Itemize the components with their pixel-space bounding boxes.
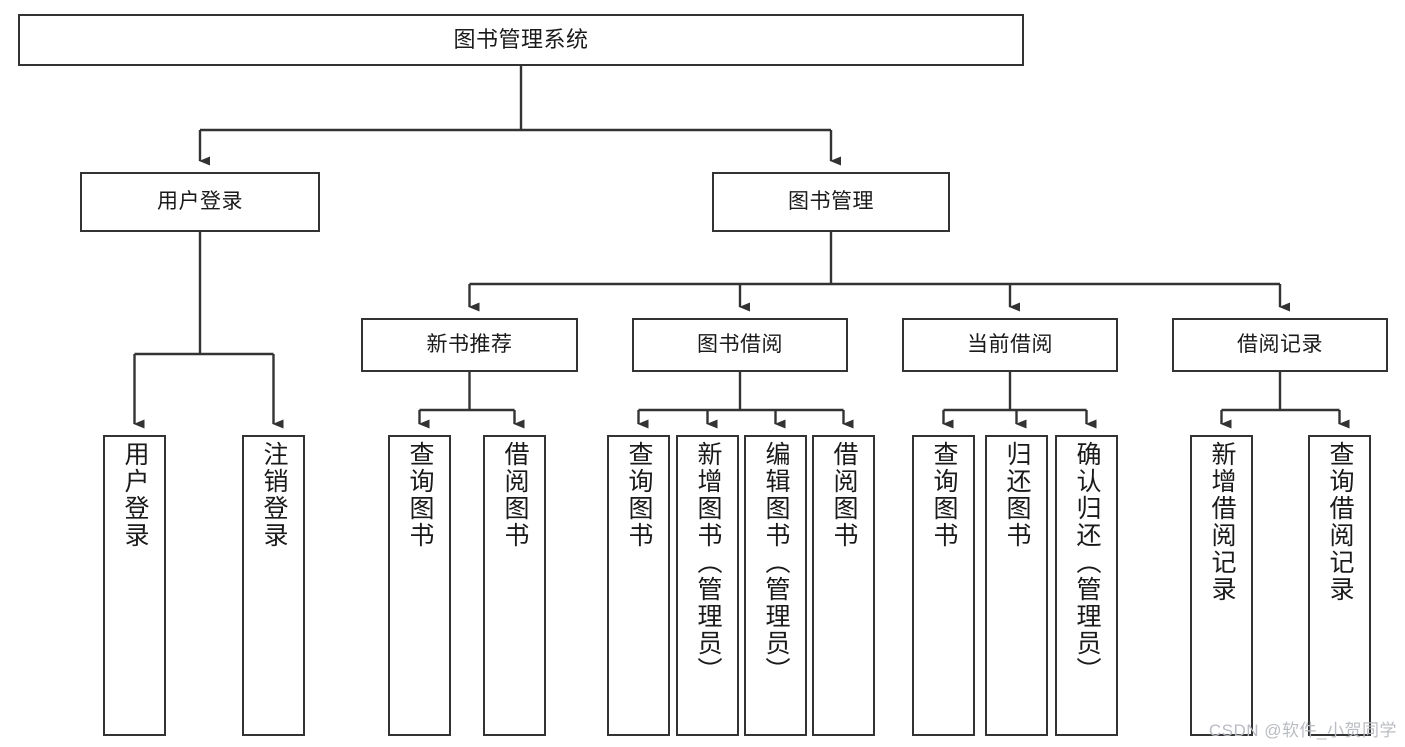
node-label: 用户登录 (157, 189, 243, 213)
node-leaf_query_book_3[interactable]: 查询图书 (912, 435, 975, 736)
node-label: 新书推荐 (426, 332, 513, 356)
node-label: 查询图书 (930, 441, 958, 549)
node-label: 新增图书（管理员） (694, 441, 722, 684)
node-book_manage[interactable]: 图书管理 (712, 172, 950, 232)
node-label: 注销登录 (260, 441, 288, 549)
node-label: 用户登录 (121, 441, 149, 549)
node-label: 编辑图书（管理员） (762, 441, 790, 684)
node-label: 确认归还（管理员） (1073, 441, 1101, 684)
node-leaf_query_book_2[interactable]: 查询图书 (607, 435, 670, 736)
node-root[interactable]: 图书管理系统 (18, 14, 1024, 66)
node-current_borrow[interactable]: 当前借阅 (902, 318, 1118, 372)
node-label: 图书借阅 (697, 332, 783, 356)
node-label: 图书管理 (788, 189, 874, 213)
node-label: 借阅图书 (501, 441, 529, 549)
csdn-watermark: CSDN @软件_小贺同学 (1208, 721, 1397, 740)
node-label: 归还图书 (1003, 441, 1031, 549)
node-book_borrow[interactable]: 图书借阅 (632, 318, 848, 372)
node-label: 当前借阅 (967, 332, 1053, 356)
node-label: 借阅图书 (830, 441, 858, 549)
node-leaf_add_record[interactable]: 新增借阅记录 (1190, 435, 1253, 736)
node-new_book_rec[interactable]: 新书推荐 (361, 318, 578, 372)
node-leaf_query_book_1[interactable]: 查询图书 (388, 435, 451, 736)
node-leaf_borrow_book_2[interactable]: 借阅图书 (812, 435, 875, 736)
node-leaf_borrow_book_1[interactable]: 借阅图书 (483, 435, 546, 736)
node-leaf_user_login[interactable]: 用户登录 (103, 435, 166, 736)
node-label: 查询图书 (406, 441, 434, 549)
node-label: 借阅记录 (1237, 332, 1323, 356)
node-label: 新增借阅记录 (1208, 441, 1236, 603)
node-leaf_return_book[interactable]: 归还图书 (985, 435, 1048, 736)
node-borrow_record[interactable]: 借阅记录 (1172, 318, 1388, 372)
node-user_login[interactable]: 用户登录 (80, 172, 320, 232)
node-leaf_logout[interactable]: 注销登录 (242, 435, 305, 736)
node-label: 查询图书 (625, 441, 653, 549)
node-leaf_add_book[interactable]: 新增图书（管理员） (676, 435, 739, 736)
node-leaf_query_record[interactable]: 查询借阅记录 (1308, 435, 1371, 736)
node-leaf_confirm_return[interactable]: 确认归还（管理员） (1055, 435, 1118, 736)
node-label: 查询借阅记录 (1326, 441, 1354, 603)
node-leaf_edit_book[interactable]: 编辑图书（管理员） (744, 435, 807, 736)
node-label: 图书管理系统 (453, 27, 589, 53)
